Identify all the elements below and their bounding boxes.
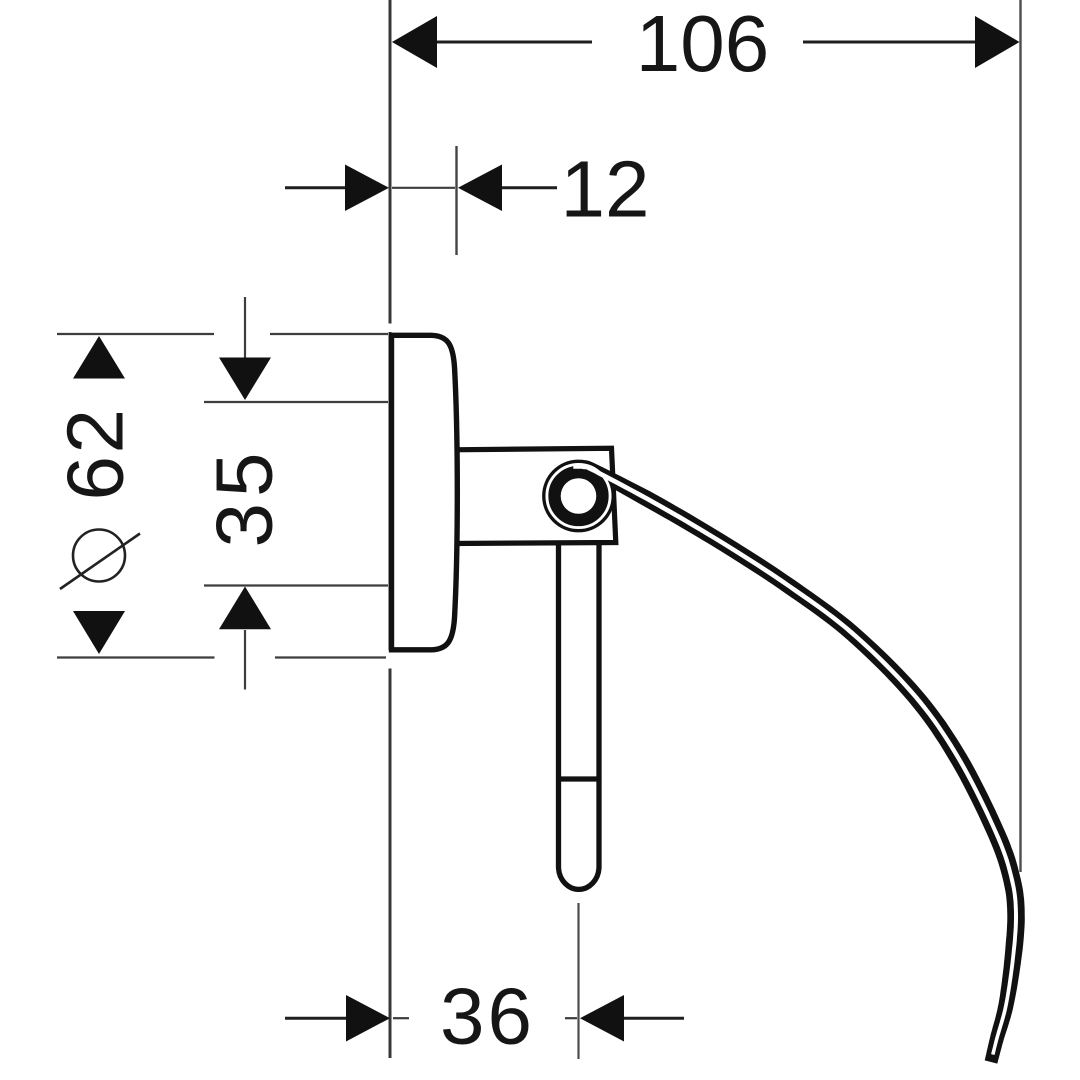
svg-text:12: 12 bbox=[561, 145, 650, 234]
svg-text:36: 36 bbox=[440, 972, 535, 1061]
svg-text:62: 62 bbox=[51, 407, 140, 501]
svg-text:106: 106 bbox=[636, 0, 769, 88]
svg-text:35: 35 bbox=[200, 447, 289, 548]
